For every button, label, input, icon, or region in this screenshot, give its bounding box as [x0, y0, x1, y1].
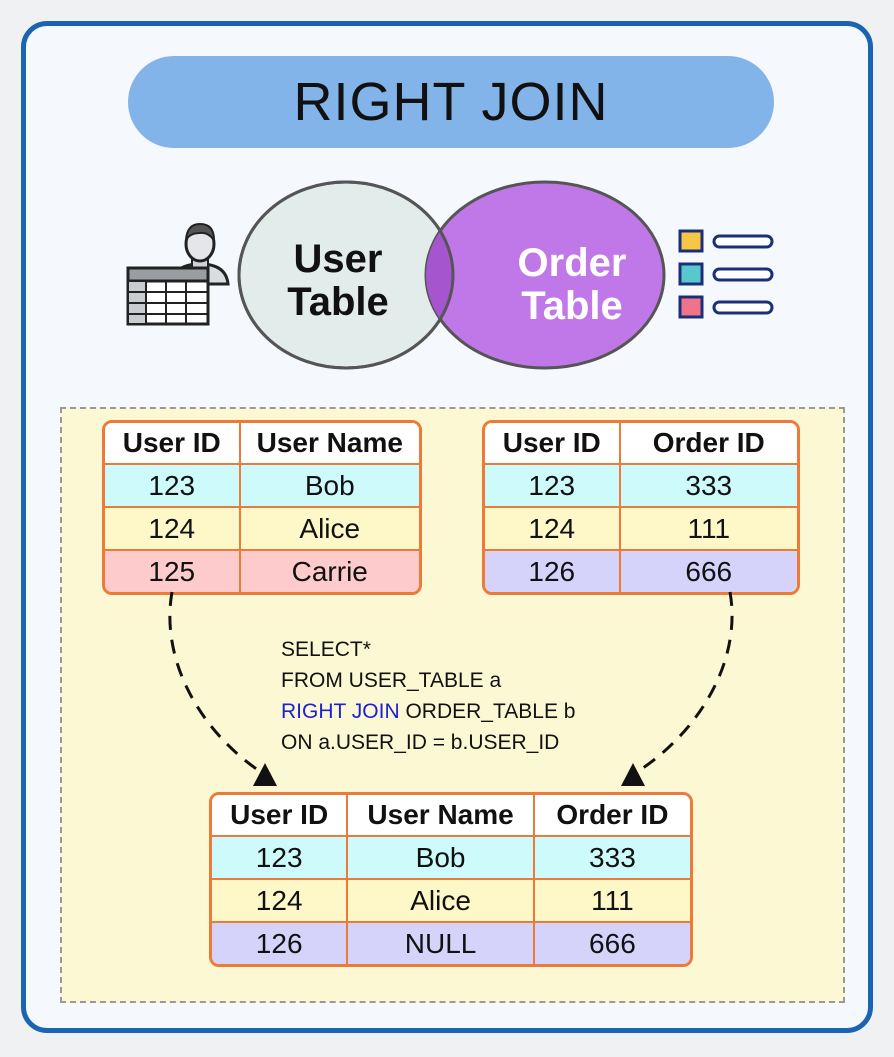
sql-line-on: ON a.USER_ID = b.USER_ID — [281, 731, 560, 754]
column-header: User ID — [485, 423, 621, 465]
cell-user-id: 124 — [485, 508, 621, 551]
page-title: RIGHT JOIN — [293, 72, 609, 132]
table-header-row: User ID User Name Order ID — [212, 795, 690, 837]
table-header-row: User ID Order ID — [485, 423, 797, 465]
cell-user-id: 123 — [212, 837, 349, 880]
cell-user-id: 125 — [105, 551, 241, 592]
table-row: 124 111 — [485, 508, 797, 551]
user-table-label-line2: Table — [287, 280, 389, 324]
sql-join-target: ORDER_TABLE b — [399, 700, 576, 723]
cell-order-id: 111 — [620, 508, 797, 551]
sql-join-keyword: RIGHT JOIN — [281, 700, 400, 723]
table-row: 126 NULL 666 — [212, 923, 690, 964]
column-header: Order ID — [620, 423, 797, 465]
result-table: User ID User Name Order ID 123 Bob 333 1… — [209, 792, 693, 967]
table-row: 124 Alice 111 — [212, 880, 690, 923]
venn-diagram: User Table Order Table — [237, 180, 666, 370]
sql-line-select: SELECT* — [281, 638, 371, 661]
cell-user-id: 126 — [212, 923, 349, 964]
title-banner: RIGHT JOIN — [128, 56, 774, 148]
table-header-row: User ID User Name — [105, 423, 419, 465]
column-header: User Name — [348, 795, 535, 837]
cell-user-id: 123 — [485, 465, 621, 508]
table-row: 123 Bob 333 — [212, 837, 690, 880]
order-table-label-line2: Table — [521, 284, 623, 328]
table-row: 123 333 — [485, 465, 797, 508]
cell-user-name: Bob — [240, 465, 419, 508]
cell-order-id: 111 — [534, 880, 690, 923]
cell-user-id: 124 — [105, 508, 241, 551]
table-row: 126 666 — [485, 551, 797, 592]
cell-user-name: Alice — [240, 508, 419, 551]
sql-line-join: RIGHT JOIN ORDER_TABLE b — [281, 696, 575, 727]
cell-null-value: NULL — [348, 923, 535, 964]
user-table-label-line1: User — [294, 237, 383, 281]
cell-order-id: 333 — [534, 837, 690, 880]
cell-order-id: 333 — [620, 465, 797, 508]
cell-order-id: 666 — [620, 551, 797, 592]
order-list-icon — [678, 229, 774, 319]
column-header: User ID — [105, 423, 241, 465]
cell-user-id: 123 — [105, 465, 241, 508]
order-table-label-line1: Order — [518, 241, 627, 285]
cell-user-name: Bob — [348, 837, 535, 880]
user-table-icon — [126, 222, 230, 326]
sql-line-from: FROM USER_TABLE a — [281, 669, 502, 692]
column-header: Order ID — [534, 795, 690, 837]
order-table: User ID Order ID 123 333 124 111 126 666 — [482, 420, 800, 595]
table-row: 123 Bob — [105, 465, 419, 508]
cell-user-id: 126 — [485, 551, 621, 592]
column-header: User ID — [212, 795, 349, 837]
cell-user-id: 124 — [212, 880, 349, 923]
user-table: User ID User Name 123 Bob 124 Alice 125 … — [102, 420, 422, 595]
sql-query: SELECT* FROM USER_TABLE a RIGHT JOIN ORDER… — [281, 634, 575, 758]
cell-order-id: 666 — [534, 923, 690, 964]
table-row: 124 Alice — [105, 508, 419, 551]
table-row: 125 Carrie — [105, 551, 419, 592]
column-header: User Name — [240, 423, 419, 465]
cell-user-name: Alice — [348, 880, 535, 923]
cell-user-name: Carrie — [240, 551, 419, 592]
